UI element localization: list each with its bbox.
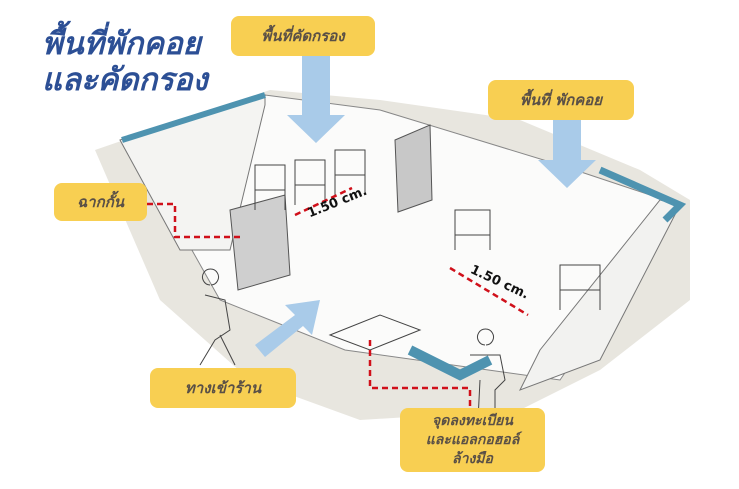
chair <box>559 264 601 310</box>
label-text: และแอลกอฮอล์ <box>425 431 520 448</box>
person-left <box>199 268 236 366</box>
label-waiting-area: พื้นที่ พักคอย <box>488 80 634 120</box>
label-entrance: ทางเข้าร้าน <box>150 368 296 408</box>
title-line-2: และคัดกรอง <box>42 62 208 98</box>
partition-right <box>394 124 433 213</box>
registration-pointer <box>368 340 472 408</box>
label-text: พื้นที่ พักคอย <box>519 91 603 109</box>
chair <box>334 149 366 195</box>
registration-table <box>328 314 422 351</box>
partition-pointer <box>147 202 240 239</box>
dimension-line-1 <box>294 186 353 217</box>
chair <box>454 209 491 250</box>
title-line-1: พื้นที่พักคอย <box>42 26 201 62</box>
label-text: ฉากกั้น <box>76 193 125 211</box>
dimension-line-2 <box>449 266 529 317</box>
arrow-down-waiting-icon <box>538 120 596 188</box>
counter-top-right <box>598 166 687 223</box>
arrow-down-screening-icon <box>287 55 345 143</box>
chair <box>254 164 286 210</box>
arrow-entrance-icon <box>255 300 320 357</box>
label-screening-area: พื้นที่คัดกรอง <box>231 16 375 56</box>
label-text: จุดลงทะเบียน <box>432 412 513 429</box>
label-text: พื้นที่คัดกรอง <box>261 27 345 45</box>
label-text: ล้างมือ <box>452 450 493 467</box>
counter-top-left <box>121 92 266 143</box>
page-title: พื้นที่พักคอย และคัดกรอง <box>42 26 208 98</box>
partition-left <box>229 194 291 291</box>
label-registration: จุดลงทะเบียน และแอลกอฮอล์ ล้างมือ <box>400 408 545 472</box>
registration-counter <box>407 345 493 381</box>
label-partition: ฉากกั้น <box>54 183 147 221</box>
label-text: ทางเข้าร้าน <box>184 379 262 397</box>
